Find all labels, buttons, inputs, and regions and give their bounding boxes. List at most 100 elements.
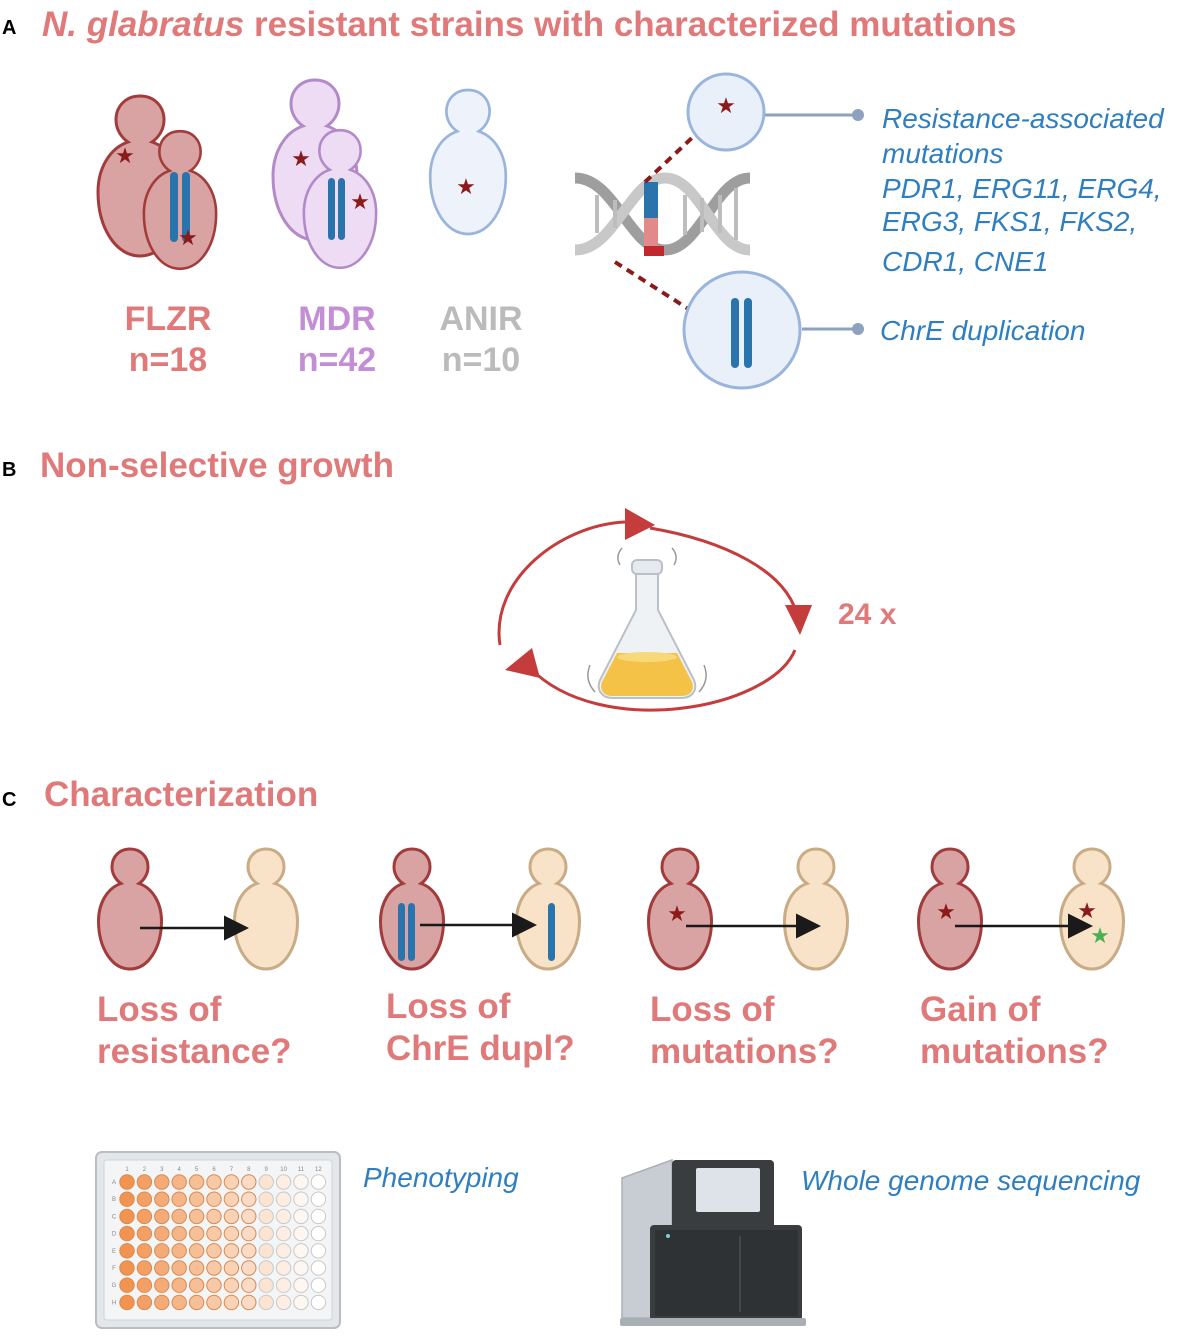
plate-well [188, 1174, 205, 1190]
plate-well [206, 1243, 222, 1259]
question-2-line-1: Loss of [386, 987, 511, 1026]
plate-well [119, 1260, 135, 1276]
plate-well [206, 1191, 222, 1207]
plate-well [293, 1243, 309, 1259]
plate-well [258, 1208, 274, 1225]
plate-well [119, 1225, 135, 1242]
mutation-star-icon: ★ [667, 901, 687, 926]
plate-well [223, 1294, 240, 1311]
panel-a-title-rest: resistant strains with characterized mut… [244, 5, 1016, 44]
plate-row-label: A [112, 1180, 116, 1186]
chromosome-zoom-circle [682, 270, 802, 390]
plate-well [293, 1191, 309, 1207]
plate-well [293, 1260, 309, 1276]
mutation-zoom-circle: ★ [686, 72, 766, 152]
chromosome-icon [408, 903, 415, 961]
mutation-star-icon: ★ [716, 93, 736, 118]
plate-well [171, 1260, 187, 1276]
mutation-star-icon: ★ [456, 174, 476, 199]
plate-well [119, 1208, 135, 1225]
plate-well [171, 1225, 187, 1242]
plate-well [223, 1225, 240, 1242]
plate-well [310, 1225, 327, 1242]
plate-well [258, 1243, 274, 1259]
chromosome-icon [338, 178, 345, 240]
plate-row-label: G [112, 1283, 117, 1289]
plate-column-label: 4 [178, 1167, 182, 1173]
plate-well [293, 1225, 309, 1242]
plate-row-label: F [112, 1266, 116, 1272]
characterization-loss-mutations: ★ [647, 847, 849, 971]
strain-name-flzr: FLZR [125, 300, 212, 338]
plate-well [241, 1208, 257, 1225]
plate-well [275, 1260, 292, 1276]
question-3-line-1: Loss of [650, 990, 775, 1029]
plate-well [154, 1277, 170, 1293]
plate-well [171, 1208, 187, 1225]
mutations-label-line-3: PDR1, ERG11, ERG4, [882, 173, 1162, 204]
plate-well [258, 1277, 274, 1293]
phenotyping-label: Phenotyping [363, 1162, 519, 1193]
mutation-star-icon: ★ [936, 899, 956, 924]
plate-well [206, 1260, 222, 1276]
plate-well [241, 1174, 257, 1190]
dashed-connector [613, 260, 692, 312]
plate-well [171, 1174, 187, 1190]
arrow-head-icon [505, 648, 540, 678]
plate-well [136, 1277, 153, 1293]
plate-well [310, 1208, 327, 1225]
plate-well [293, 1208, 309, 1225]
mutations-label-line-5: CDR1, CNE1 [882, 246, 1048, 277]
highlighted-gene-segment [644, 246, 664, 256]
panel-a-letter: A [2, 17, 16, 39]
plate-column-label: 3 [160, 1167, 164, 1173]
callout-dot [852, 323, 864, 335]
plate-well [188, 1191, 205, 1207]
callout-dot [852, 109, 864, 121]
mutation-star-icon: ★ [350, 189, 370, 214]
plate-well [136, 1225, 153, 1242]
plate-well [241, 1294, 257, 1311]
plate-well [310, 1243, 327, 1259]
plate-well [275, 1208, 292, 1225]
plate-well [206, 1294, 222, 1311]
mutation-star-icon: ★ [1077, 898, 1097, 923]
characterization-loss-chre [379, 847, 581, 971]
cycles-label: 24 x [838, 598, 897, 631]
plate-column-label: 7 [230, 1167, 234, 1173]
plate-well [119, 1277, 135, 1293]
plate-well [275, 1294, 292, 1311]
plate-well [275, 1174, 292, 1190]
chromosome-icon [182, 172, 190, 242]
plate-well [241, 1225, 257, 1242]
plate-well [275, 1225, 292, 1242]
plate-column-label: 10 [280, 1167, 287, 1173]
new-mutation-star-icon: ★ [1090, 923, 1110, 948]
plate-well [119, 1191, 135, 1207]
plate-well [223, 1191, 240, 1207]
arrow-head-icon [785, 605, 812, 635]
mdr-cell-back: ★ [271, 78, 359, 242]
plate-well [310, 1277, 327, 1293]
strain-count-mdr: n=42 [298, 341, 376, 379]
plate-well [258, 1294, 274, 1311]
plate-well [136, 1243, 153, 1259]
plate-well [241, 1243, 257, 1259]
panel-c-title: Characterization [44, 775, 318, 814]
plate-well [310, 1191, 327, 1207]
plate-well [223, 1260, 240, 1276]
panel-b-title: Non-selective growth [40, 446, 394, 485]
strain-name-mdr: MDR [298, 300, 375, 338]
question-4-line-1: Gain of [920, 990, 1041, 1029]
mutations-label-line-4: ERG3, FKS1, FKS2, [882, 206, 1137, 237]
panel-b-letter: B [2, 459, 16, 481]
plate-well [136, 1208, 153, 1225]
plate-well [258, 1260, 274, 1276]
plate-well [154, 1225, 170, 1242]
highlighted-gene-segment [644, 218, 658, 254]
mutations-label-line-2: mutations [882, 138, 1003, 169]
duplication-label: ChrE duplication [880, 315, 1085, 346]
plate-well [206, 1208, 222, 1225]
